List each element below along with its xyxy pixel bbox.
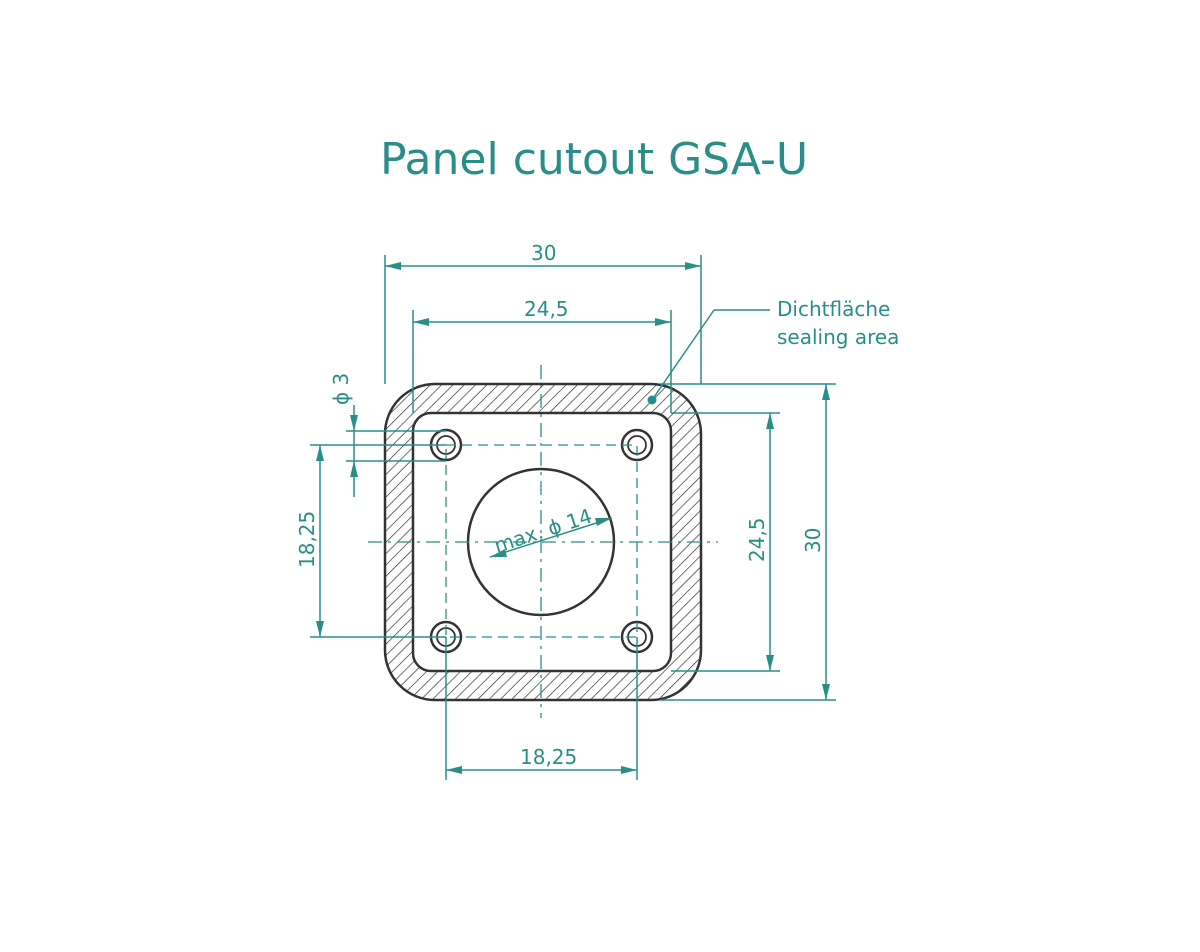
dim-outer-width: 30 [384, 241, 702, 384]
dim-inner-height-label: 24,5 [745, 517, 769, 562]
dim-inner-width-label: 24,5 [524, 297, 569, 321]
dim-hole-diameter: ϕ 3 [329, 373, 446, 497]
dim-hole-diameter-label: ϕ 3 [329, 373, 353, 405]
dim-outer-width-label: 30 [531, 241, 556, 265]
dim-outer-height-label: 30 [801, 528, 825, 553]
dim-hole-spacing-horizontal: 18,25 [445, 637, 638, 780]
dim-hole-spacing-horizontal-label: 18,25 [520, 745, 577, 769]
sealing-area-label-de: Dichtfläche [777, 297, 890, 321]
drawing-title: Panel cutout GSA-U [380, 134, 808, 185]
dim-hole-spacing-vertical-label: 18,25 [295, 511, 319, 568]
dim-inner-width: 24,5 [412, 297, 672, 413]
sealing-area-label-en: sealing area [777, 325, 899, 349]
dim-outer-height: 30 [660, 383, 836, 701]
dim-hole-spacing-vertical: 18,25 [295, 444, 446, 638]
dim-inner-height: 24,5 [671, 412, 780, 672]
sealing-area-leader: Dichtfläche sealing area [647, 297, 899, 405]
